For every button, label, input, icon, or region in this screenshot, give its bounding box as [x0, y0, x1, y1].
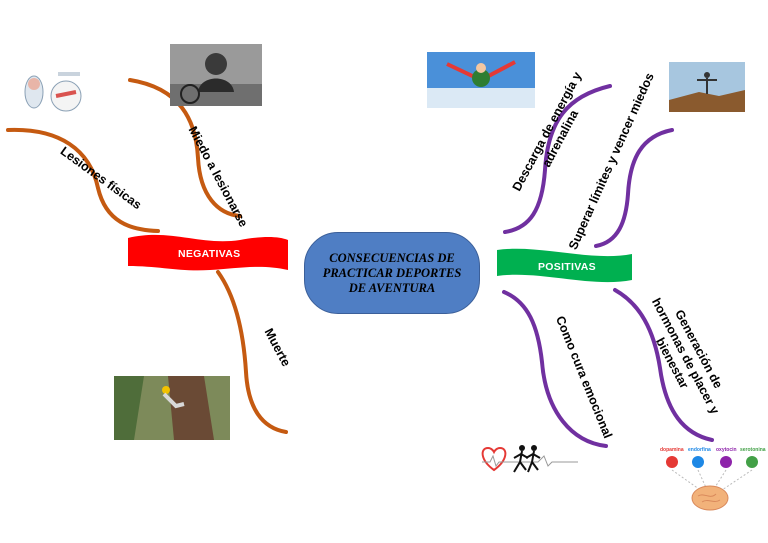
branch-line-muerte	[216, 270, 288, 434]
central-topic-text: CONSECUENCIAS DE PRACTICAR DEPORTES DE A…	[322, 250, 462, 295]
branch-line-superar	[594, 128, 674, 248]
fear-photo	[170, 44, 262, 106]
climbing-photo	[114, 376, 230, 440]
heart-runners-image	[478, 440, 582, 482]
negativas-banner	[128, 234, 288, 271]
central-topic: CONSECUENCIAS DE PRACTICAR DEPORTES DE A…	[304, 232, 480, 314]
hormone-label-serotonina: serotonina	[740, 447, 766, 453]
branch-line-lesiones	[6, 127, 160, 233]
hormones-brain-image	[650, 442, 768, 516]
branch-line-miedo	[128, 78, 242, 218]
summit-photo	[669, 62, 745, 112]
branch-line-cura	[502, 290, 608, 448]
branch-line-hormonas	[613, 288, 714, 442]
hormone-label-oxytocin: oxytocin	[716, 447, 737, 453]
knee-injury-image	[20, 70, 86, 118]
hormone-label-dopamina: dopamina	[660, 447, 684, 453]
hormone-label-endorfina: endorfina	[688, 447, 711, 453]
negativas-label: NEGATIVAS	[178, 248, 241, 260]
skydiving-photo	[427, 52, 535, 108]
positivas-banner	[497, 248, 632, 283]
branch-line-descarga	[503, 84, 612, 234]
positivas-label: POSITIVAS	[538, 261, 596, 273]
